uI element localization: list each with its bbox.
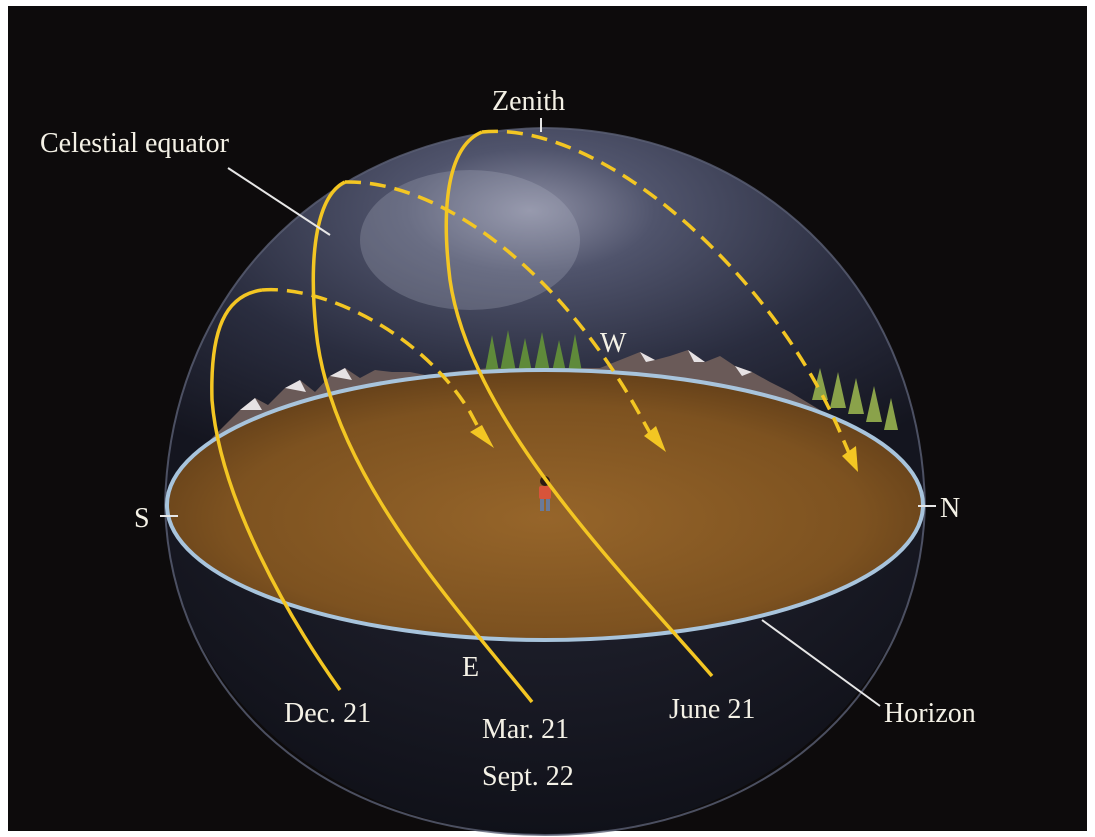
ground-plane: [167, 370, 923, 640]
mar-21-label: Mar. 21: [482, 714, 569, 745]
labels: Zenith Celestial equator W S N E Horizon…: [40, 86, 976, 792]
june-21-label: June 21: [669, 694, 755, 725]
arrow-equinox: [644, 426, 666, 452]
celestial-equator-leader: [227, 167, 331, 236]
sun-path-june-21-solid: [444, 130, 714, 678]
sun-path-equinox-solid: [311, 180, 534, 704]
south-label: S: [134, 503, 150, 534]
sun-path-dec-21-solid: [210, 288, 342, 692]
horizon-leader: [761, 619, 881, 707]
tree-cluster-west: [485, 330, 582, 372]
arrow-dec-21: [470, 425, 494, 448]
sun-path-equinox-dashed: [344, 180, 657, 443]
sun-path-june-21-dashed: [481, 129, 854, 461]
sky-highlight: [360, 170, 580, 310]
sept-22-label: Sept. 22: [482, 761, 574, 792]
leader-lines: [160, 118, 936, 707]
celestial-equator-label: Celestial equator: [40, 128, 230, 159]
zenith-label: Zenith: [492, 86, 565, 117]
dec-21-label: Dec. 21: [284, 698, 371, 729]
sun-paths: [210, 129, 858, 704]
sun-path-dec-21-dashed: [261, 287, 487, 441]
horizon-label: Horizon: [884, 698, 976, 729]
east-label: E: [462, 652, 479, 683]
north-label: N: [940, 493, 960, 524]
tree-cluster-north: [812, 368, 898, 430]
arrow-june-21: [842, 446, 858, 472]
west-label: W: [600, 328, 627, 359]
